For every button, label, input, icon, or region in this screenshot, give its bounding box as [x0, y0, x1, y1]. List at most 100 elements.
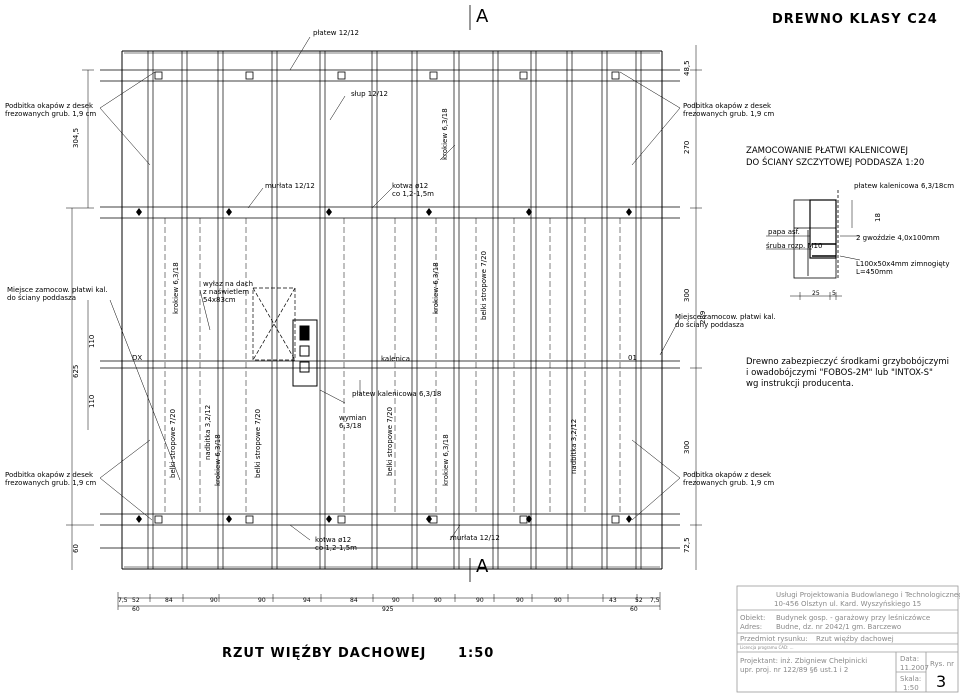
dim-bottom-5: 94 [303, 597, 311, 604]
dim-right-6: 72,5 [683, 537, 691, 553]
label-ridge-purlin: płatew kalenicowa 6,3/18 [352, 390, 442, 398]
right-dimensions [690, 45, 702, 570]
label-wall-plate-bottom: murłata 12/12 [450, 534, 500, 542]
detail-angle-2: L=450mm [856, 268, 893, 276]
top-wall-plate [100, 206, 680, 219]
detail-bolt: śruba rozp. M10 [766, 242, 823, 250]
detail-angle: L100x50x4mm zimnogięty [856, 260, 950, 268]
bottom-wall-plate [100, 513, 680, 526]
label-soffit-tr: Podbitka okapów z desek [683, 102, 772, 110]
detail-title-1: ZAMOCOWANIE PŁATWI KALENICOWEJ [746, 146, 908, 156]
label-fixing-right-2: do ściany poddasza [675, 321, 744, 329]
tb-rys-value: 3 [936, 672, 947, 691]
dim-left-1: 304,5 [72, 127, 80, 148]
tb-skala-label: Skala: [900, 675, 922, 683]
dim-bottom-12: 43 [609, 597, 617, 604]
label-hatch: wyłaz na dach [203, 280, 254, 288]
tb-przedmiot-value: Rzut więźby dachowej [816, 635, 894, 643]
label-anchor-top-2: co 1,2-1,5m [392, 190, 434, 198]
label-plank-1: nadbitka 3,2/12 [204, 404, 212, 460]
dim-bottom-14: 7,5 [650, 597, 660, 604]
dim-left-5: 60 [72, 544, 80, 553]
dim-left-2: 625 [72, 364, 80, 378]
tb-rys-label: Rys. nr [930, 660, 955, 668]
roof-hatch [252, 287, 296, 361]
plan-scale: 1:50 [458, 646, 495, 661]
wood-class-title: DREWNO KLASY C24 [772, 12, 938, 27]
label-fixing-right: Miejsce zamocow. płatwi kal. [675, 313, 776, 321]
label-purlin-top: płatew 12/12 [313, 29, 359, 37]
dim-bottom-6: 84 [350, 597, 358, 604]
label-anchor-bottom-2: co 1,2-1,5m [315, 544, 357, 552]
label-anchor-bottom: kotwa ø12 [315, 536, 352, 544]
plan-title: RZUT WIĘŹBY DACHOWEJ [222, 646, 427, 661]
tb-adres-value: Budne, dz. nr 2042/1 gm. Barczewo [776, 623, 902, 631]
label-soffit-bl-2: frezowanych grub. 1,9 cm [5, 479, 97, 487]
tb-licence: Licencja programu CAD: ... [740, 645, 794, 650]
label-wall-plate-top: murłata 12/12 [265, 182, 315, 190]
detail-dim-25: 25 [812, 290, 820, 297]
label-rafter-2: krokiew 6,3/18 [432, 262, 440, 314]
tb-adres-label: Adres: [740, 623, 763, 631]
dim-bottom-13: 52 [635, 597, 643, 604]
tb-projektant-label: Projektant: inż. Zbigniew Chełpinicki [740, 657, 868, 665]
top-purlin [100, 69, 680, 82]
detail-nails: 2 gwoździe 4,0x100mm [856, 234, 940, 242]
label-hatch-2: z naświetlem [203, 288, 250, 296]
dim-left-3: 110 [88, 334, 96, 348]
dim-bottom-7: 90 [392, 597, 400, 604]
tb-data-label: Data: [900, 655, 920, 663]
label-joist-upper: belki stropowe 7/20 [480, 250, 488, 320]
dim-right-3: 300 [683, 288, 691, 302]
label-dx: DX [132, 354, 143, 362]
label-soffit-tl-2: frezowanych grub. 1,9 cm [5, 110, 97, 118]
chimney [292, 319, 318, 387]
label-post: słup 12/12 [351, 90, 388, 98]
label-joist-2: belki stropowe 7/20 [254, 408, 262, 478]
section-marker-bottom: A [476, 556, 489, 577]
dim-left-4: 110 [88, 394, 96, 408]
left-dimensions [66, 69, 94, 570]
ceiling-joists [164, 218, 621, 514]
dim-bottom-3: 90 [210, 597, 218, 604]
label-soffit-br-2: frezowanych grub. 1,9 cm [683, 479, 775, 487]
label-soffit-br: Podbitka okapów z desek [683, 471, 772, 479]
ridge-purlin [100, 360, 680, 369]
label-fixing-left-2: do ściany poddasza [7, 294, 76, 302]
title-block-frame [736, 585, 959, 693]
label-soffit-tr-2: frezowanych grub. 1,9 cm [683, 110, 775, 118]
bottom-dimensions [117, 592, 661, 610]
tb-company-2: 10-456 Olsztyn ul. Kard. Wyszyńskiego 15 [774, 600, 922, 608]
label-trimmer-2: 6,3/18 [339, 422, 362, 430]
building-outline [121, 50, 663, 570]
dim-bottom-0: 7,5 [118, 597, 128, 604]
detail-drawing [766, 190, 861, 300]
dim-bottom-11: 90 [554, 597, 562, 604]
dim-bottom-8: 90 [434, 597, 442, 604]
dim-bottom-1: 52 [132, 597, 140, 604]
tb-przedmiot-label: Przedmiot rysunku: [740, 635, 808, 643]
dim-bottom-2: 84 [165, 597, 173, 604]
label-anchor-top: kotwa ø12 [392, 182, 429, 190]
rafters [147, 51, 642, 569]
label-fixing-left: Miejsce zamocow. płatwi kal. [7, 286, 108, 294]
tb-data-value: 11.2007 [900, 664, 929, 672]
note-line-2: i owadobójczymi "FOBOS-2M" lub "INTOX-S" [746, 368, 933, 378]
label-plank-2: nadbitka 3,2/12 [570, 418, 578, 474]
label-hatch-3: 54x83cm [203, 296, 236, 304]
dim-bottom-sixty-right: 60 [630, 606, 638, 613]
dim-right-2: 270 [683, 140, 691, 154]
label-rafter-top: krokiew 6,3/18 [441, 108, 449, 160]
note-line-3: wg instrukcji producenta. [746, 379, 854, 389]
label-trimmer: wymian [339, 414, 367, 422]
anchor-marks [136, 208, 632, 523]
dim-bottom-4: 90 [258, 597, 266, 604]
tb-projektant-value: upr. proj. nr 122/89 §6 ust.1 i 2 [740, 666, 849, 674]
detail-dim-5: 5 [832, 290, 836, 297]
label-ridge: kalenica [381, 355, 410, 363]
tb-obiekt-label: Obiekt: [740, 614, 766, 622]
section-marker-top: A [476, 6, 489, 27]
detail-felt: papa asf. [768, 228, 800, 236]
dim-right-4: 289 [699, 310, 707, 324]
